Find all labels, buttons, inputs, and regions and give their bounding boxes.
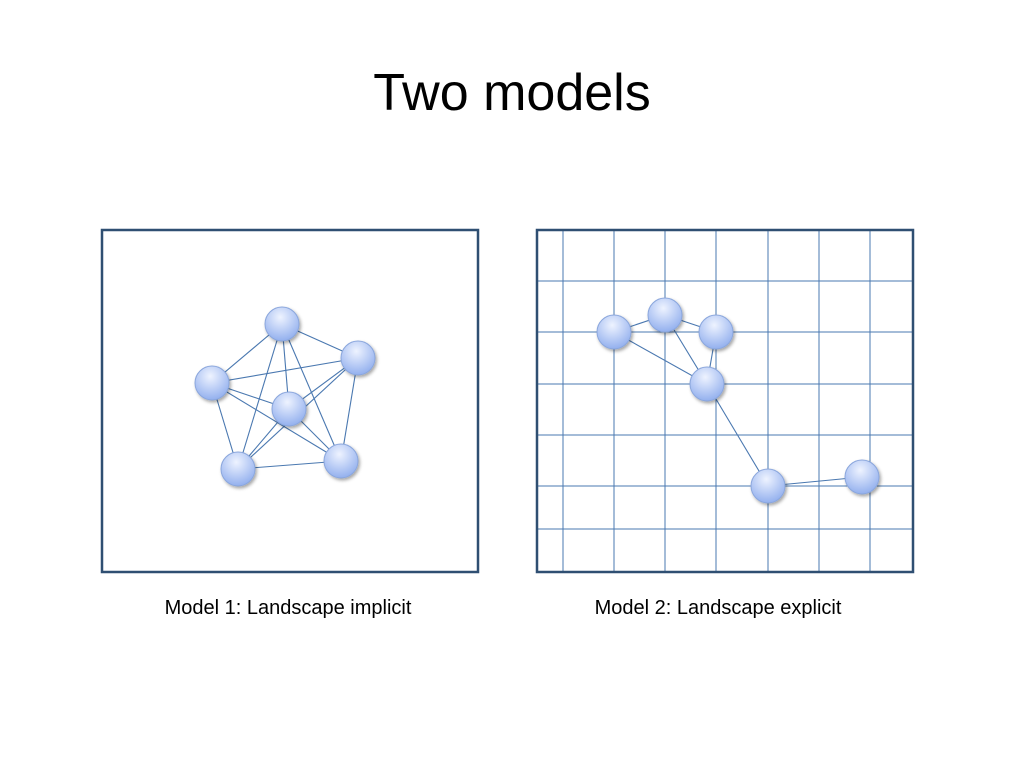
node [340,340,376,376]
node [698,314,734,350]
panel-background [537,230,913,572]
node [750,468,786,504]
node [194,365,230,401]
node [323,443,359,479]
node [596,314,632,350]
node [647,297,683,333]
panel-model-2 [535,228,915,574]
panel-model-1 [100,228,480,574]
node [689,366,725,402]
node [264,306,300,342]
landscape-nodes [596,297,880,504]
caption-model-1: Model 1: Landscape implicit [164,597,412,619]
node [271,391,307,427]
slide-title: Two models [373,64,651,122]
network-nodes [194,306,376,487]
node [844,459,880,495]
caption-model-2: Model 2: Landscape explicit [594,597,842,619]
landscape-grid [537,230,913,572]
panel-frame [535,228,915,574]
node [220,451,256,487]
